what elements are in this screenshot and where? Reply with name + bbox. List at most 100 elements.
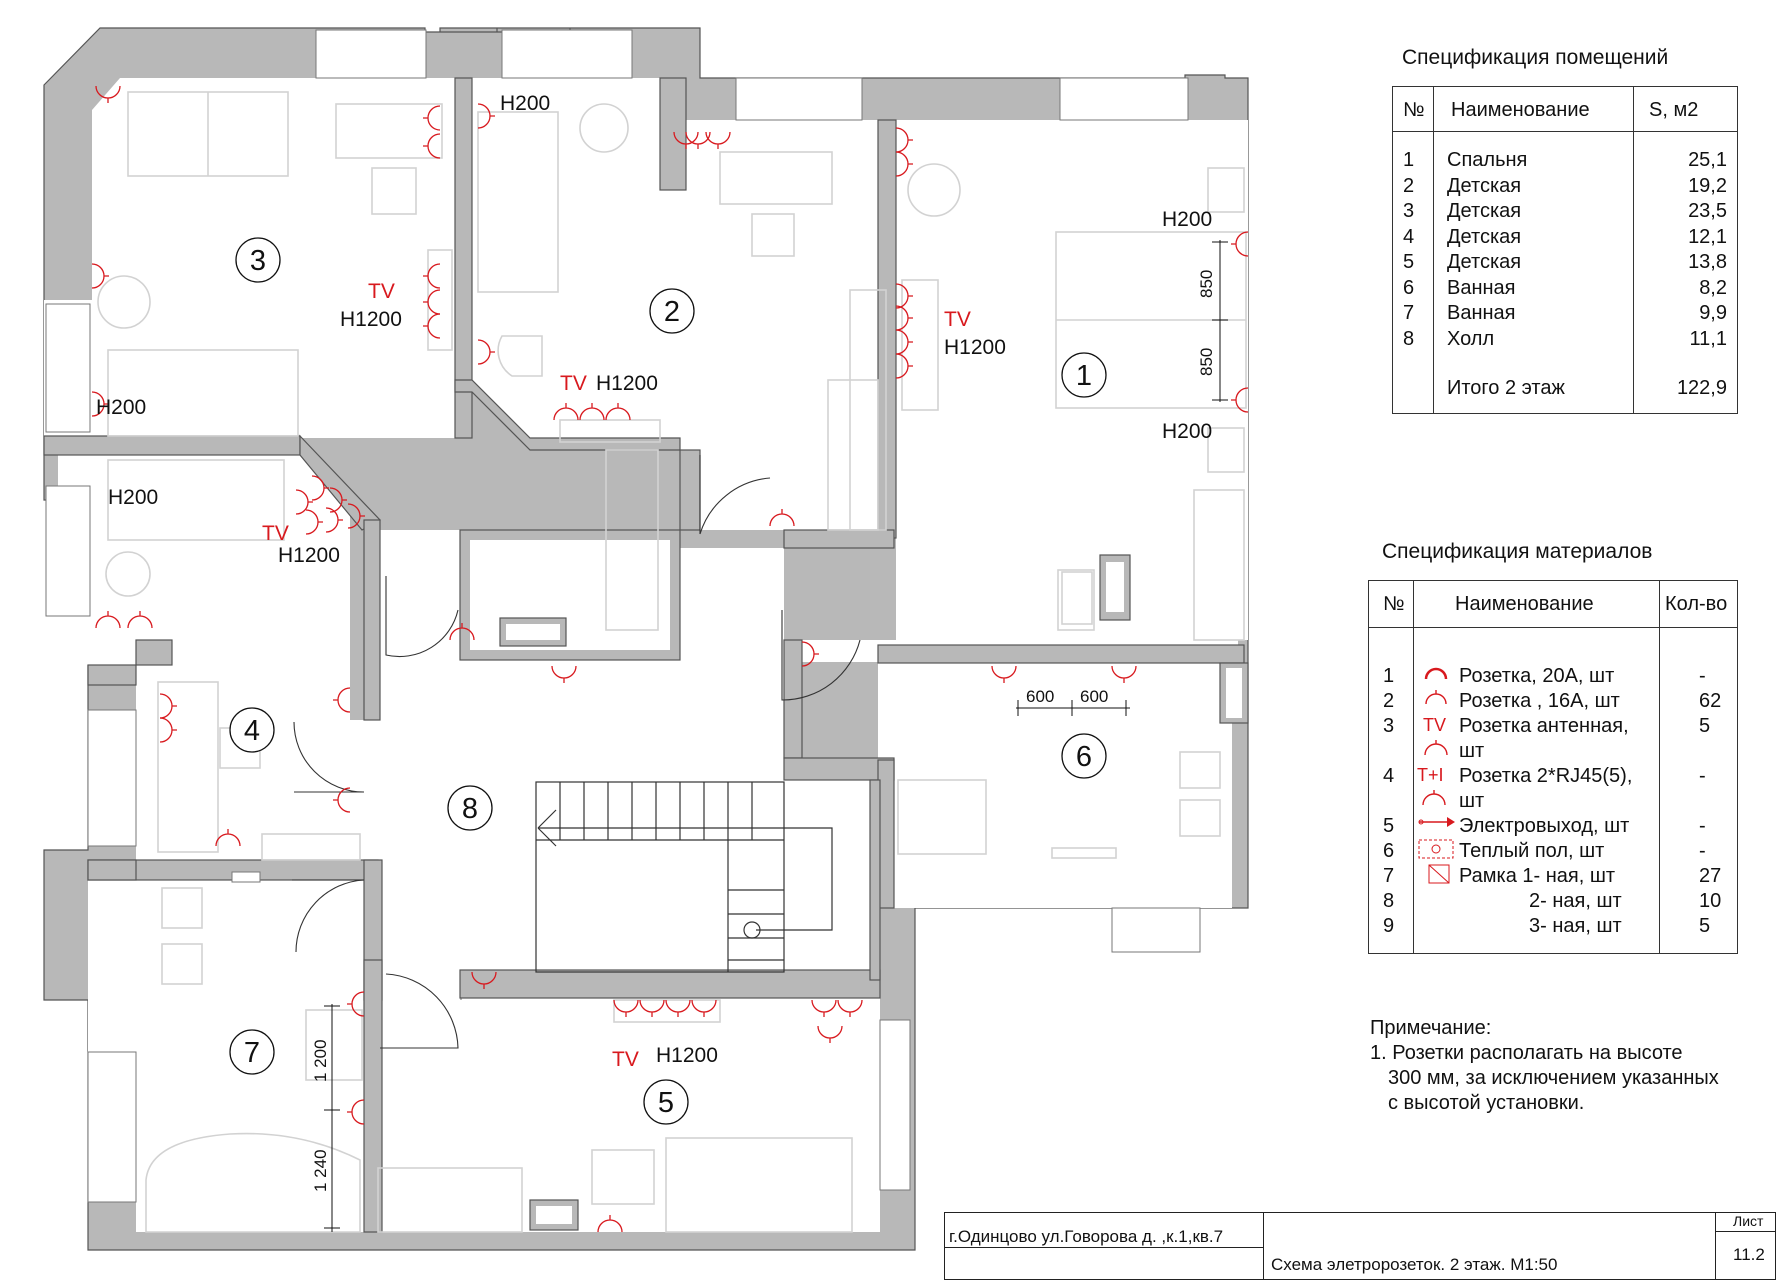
socket-icon xyxy=(95,611,121,629)
socket-icon xyxy=(347,991,365,1017)
floor-heating-icon xyxy=(1418,839,1454,859)
rooms-row-name: Детская xyxy=(1447,200,1522,222)
rooms-row-name: Ванная xyxy=(1447,276,1516,299)
materials-row-qty: - xyxy=(1699,840,1706,862)
svg-text:T+I: T+I xyxy=(1417,765,1444,785)
socket-icon xyxy=(449,623,475,641)
rooms-row-name: Ванная xyxy=(1447,302,1516,324)
rooms-row-name: Детская xyxy=(1447,174,1522,197)
materials-row-no: 6 xyxy=(1383,840,1395,862)
materials-row-name: Рамка 1- ная, шт xyxy=(1459,865,1616,887)
socket-icon xyxy=(639,999,665,1017)
materials-row-name: Розетка , 16А, шт xyxy=(1459,690,1620,712)
rooms-row-area: 8,2 xyxy=(1699,276,1727,299)
socket-16a-icon xyxy=(1425,690,1447,705)
room-numbers: 1 2 3 4 5 6 7 8 xyxy=(229,237,1107,1125)
h200-label: H200 xyxy=(96,396,146,419)
room-number: 5 xyxy=(658,1087,674,1119)
windows xyxy=(45,29,1201,1203)
tv-label: TV xyxy=(368,280,395,303)
socket-icon xyxy=(673,131,699,149)
socket-icon xyxy=(895,329,913,355)
rooms-row-no: 2 xyxy=(1403,174,1415,197)
rooms-total-value: 122,9 xyxy=(1676,377,1727,399)
socket-icon xyxy=(295,489,313,515)
materials-header-no: № xyxy=(1383,593,1405,615)
materials-row-qty: 5 xyxy=(1699,915,1711,937)
socket-icon xyxy=(665,999,691,1017)
socket-icon xyxy=(811,999,837,1017)
socket-icon xyxy=(605,403,631,421)
socket-icon xyxy=(895,127,913,153)
materials-row-no: 7 xyxy=(1383,865,1395,887)
socket-icon xyxy=(347,503,365,529)
materials-row-no: 8 xyxy=(1383,890,1395,912)
note-line: 300 мм, за исключением указанных xyxy=(1388,1067,1719,1089)
title-stamp: г.Одинцово ул.Говорова д. ,к.1,кв.7 Схем… xyxy=(944,1212,1776,1280)
socket-icon xyxy=(895,353,913,379)
socket-icon xyxy=(1111,665,1137,683)
socket-icon xyxy=(685,131,711,149)
doors xyxy=(292,455,861,1049)
rooms-row-no: 5 xyxy=(1403,251,1415,273)
tv-label: TV xyxy=(262,522,289,545)
socket-icon xyxy=(423,263,441,289)
rooms-row-no: 4 xyxy=(1403,225,1415,248)
socket-icon xyxy=(311,475,329,501)
materials-row-no: 3 xyxy=(1383,715,1395,737)
rooms-row-no: 1 xyxy=(1403,149,1415,171)
materials-spec-title: Спецификация материалов xyxy=(1382,540,1653,563)
dim-600: 600 xyxy=(1026,687,1054,706)
frame-icon xyxy=(1428,864,1450,884)
rooms-row-area: 23,5 xyxy=(1688,200,1727,222)
rooms-row-area: 11,1 xyxy=(1689,327,1727,350)
socket-icon xyxy=(423,133,441,159)
socket-icon xyxy=(471,971,497,989)
rooms-row-no: 6 xyxy=(1403,276,1415,299)
socket-20a-icon xyxy=(1424,667,1448,680)
interior-walls xyxy=(43,77,1249,1233)
rooms-header-name: Наименование xyxy=(1451,99,1590,121)
socket-icon xyxy=(95,85,121,103)
rooms-header-no: № xyxy=(1403,99,1425,121)
socket-icon xyxy=(333,687,351,713)
h200-label: H200 xyxy=(108,486,158,509)
materials-row-name: Розетка, 20А, шт xyxy=(1459,665,1615,687)
h200-label: H200 xyxy=(500,92,550,115)
socket-icon xyxy=(579,403,605,421)
materials-row-qty: 5 xyxy=(1699,715,1711,737)
h200-label: H200 xyxy=(1162,208,1212,231)
materials-row-no: 1 xyxy=(1383,665,1395,687)
dim-850: 850 xyxy=(1197,348,1216,376)
socket-icon xyxy=(305,509,323,535)
materials-row-name: 3- ная, шт xyxy=(1529,915,1622,937)
room-number: 7 xyxy=(244,1037,260,1069)
svg-text:TV: TV xyxy=(1423,715,1446,735)
socket-icon xyxy=(551,665,577,683)
materials-row-qty: 27 xyxy=(1699,865,1722,887)
h1200-label: H1200 xyxy=(596,372,658,395)
materials-row-name: Розетка 2*RJ45(5), xyxy=(1459,765,1633,787)
dim-1200: 1 200 xyxy=(311,1039,330,1082)
materials-row-no: 4 xyxy=(1383,765,1395,787)
socket-icon xyxy=(553,403,579,421)
rooms-row-name: Спальня xyxy=(1447,149,1528,171)
socket-icon xyxy=(91,263,109,289)
h1200-label: H1200 xyxy=(340,308,402,331)
socket-icon xyxy=(837,999,863,1017)
h1200-label: H1200 xyxy=(656,1044,718,1067)
socket-icon xyxy=(1231,387,1249,413)
rooms-row-area: 12,1 xyxy=(1688,225,1727,248)
materials-row-name-cont: шт xyxy=(1459,740,1485,762)
socket-icon xyxy=(1231,231,1249,257)
socket-icon xyxy=(325,507,343,533)
socket-icon xyxy=(215,829,241,847)
stamp-address: г.Одинцово ул.Говорова д. ,к.1,кв.7 xyxy=(949,1227,1224,1246)
socket-icon xyxy=(423,313,441,339)
rooms-row-area: 9,9 xyxy=(1699,302,1727,324)
socket-icon xyxy=(127,611,153,629)
materials-header-qty: Кол-во xyxy=(1665,593,1728,615)
